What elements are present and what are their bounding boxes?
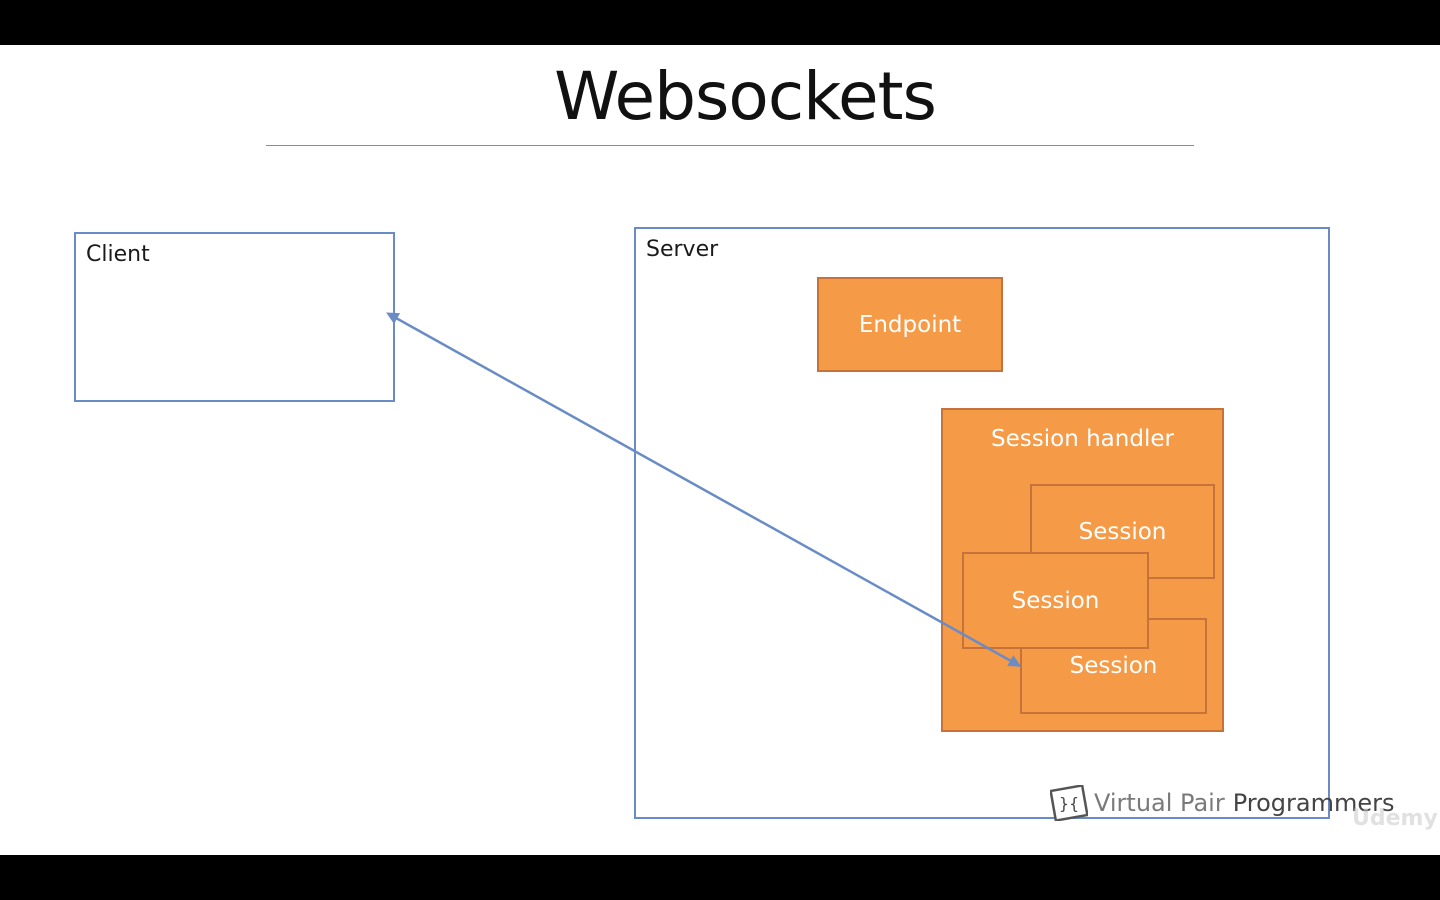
session-label: Session	[1011, 587, 1100, 614]
session-handler-label: Session handler	[991, 426, 1174, 452]
client-label: Client	[86, 242, 150, 267]
svg-text:}{: }{	[1059, 794, 1079, 813]
letterbox-bottom	[0, 855, 1440, 900]
title-divider	[266, 145, 1194, 146]
vpp-logo-icon: }{	[1050, 785, 1088, 821]
brand-name-light: Virtual Pair	[1094, 789, 1225, 817]
endpoint-box: Endpoint	[817, 277, 1003, 372]
brand-name-bold: Programmers	[1232, 789, 1395, 817]
letterbox-top	[0, 0, 1440, 45]
slide-title: Websockets	[554, 58, 937, 135]
udemy-watermark: Udemy	[1352, 806, 1438, 831]
session-label: Session	[1078, 518, 1167, 545]
session-box: Session	[962, 552, 1149, 649]
client-box: Client	[74, 232, 395, 402]
brand-watermark: }{ Virtual Pair Programmers	[1050, 780, 1394, 826]
session-label: Session	[1069, 653, 1158, 679]
endpoint-label: Endpoint	[858, 311, 962, 338]
server-label: Server	[646, 237, 719, 262]
